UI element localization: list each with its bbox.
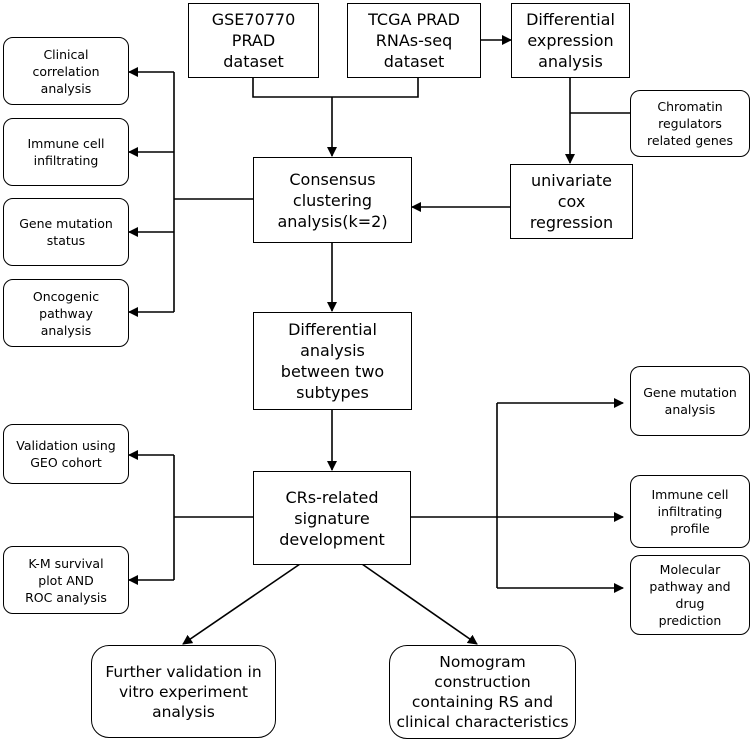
clinical-correlation-box: Clinical correlation analysis (3, 37, 129, 105)
km-roc-box: K-M survival plot AND ROC analysis (3, 546, 129, 614)
chromatin-regulators-box: Chromatin regulators related genes (630, 90, 750, 157)
consensus-clustering-label: Consensus clustering analysis(k=2) (277, 169, 388, 231)
tcga-prad-dataset-label: TCGA PRAD RNAs-seq dataset (368, 10, 460, 71)
molecular-pathway-box: Molecular pathway and drug prediction (630, 555, 750, 635)
crs-signature-box: CRs-related signature development (253, 471, 411, 565)
immune-cell-infiltrating-box: Immune cell infiltrating (3, 118, 129, 186)
univariate-cox-label: univariate cox regression (529, 171, 614, 232)
chromatin-regulators-label: Chromatin regulators related genes (647, 99, 733, 148)
immune-cell-profile-box: Immune cell infiltrating profile (630, 475, 750, 548)
gse70770-dataset-box: GSE70770 PRAD dataset (188, 3, 319, 78)
differential-expression-label: Differential expression analysis (526, 10, 615, 71)
oncogenic-pathway-label: Oncogenic pathway analysis (32, 288, 100, 338)
oncogenic-pathway-box: Oncogenic pathway analysis (3, 279, 129, 347)
validation-geo-box: Validation using GEO cohort (3, 424, 129, 484)
differential-analysis-box: Differential analysis between two subtyp… (253, 312, 412, 410)
arrow-further-validation (182, 563, 301, 645)
arrow-nomogram (361, 563, 478, 645)
nomogram-label: Nomogram construction containing RS and … (396, 653, 569, 731)
further-validation-label: Further validation in vitro experiment a… (105, 662, 262, 721)
differential-analysis-label: Differential analysis between two subtyp… (280, 320, 385, 402)
crs-signature-label: CRs-related signature development (279, 487, 385, 549)
differential-expression-box: Differential expression analysis (511, 3, 630, 78)
gse70770-dataset-label: GSE70770 PRAD dataset (211, 10, 296, 71)
gene-mutation-status-label: Gene mutation status (19, 216, 113, 248)
gene-mutation-analysis-box: Gene mutation analysis (630, 366, 750, 436)
gse-to-consensus-line (252, 77, 419, 98)
molecular-pathway-label: Molecular pathway and drug prediction (649, 562, 731, 628)
immune-cell-infiltrating-label: Immune cell infiltrating (27, 136, 105, 168)
clinical-correlation-label: Clinical correlation analysis (32, 46, 100, 96)
nomogram-box: Nomogram construction containing RS and … (389, 645, 576, 739)
further-validation-box: Further validation in vitro experiment a… (91, 645, 276, 738)
validation-geo-label: Validation using GEO cohort (16, 438, 116, 470)
gene-mutation-status-box: Gene mutation status (3, 198, 129, 266)
gene-mutation-analysis-label: Gene mutation analysis (643, 385, 737, 417)
immune-cell-profile-label: Immune cell infiltrating profile (651, 487, 729, 536)
univariate-cox-box: univariate cox regression (510, 164, 633, 239)
km-roc-label: K-M survival plot AND ROC analysis (25, 555, 107, 605)
tcga-prad-dataset-box: TCGA PRAD RNAs-seq dataset (347, 3, 481, 78)
consensus-clustering-box: Consensus clustering analysis(k=2) (253, 157, 412, 243)
